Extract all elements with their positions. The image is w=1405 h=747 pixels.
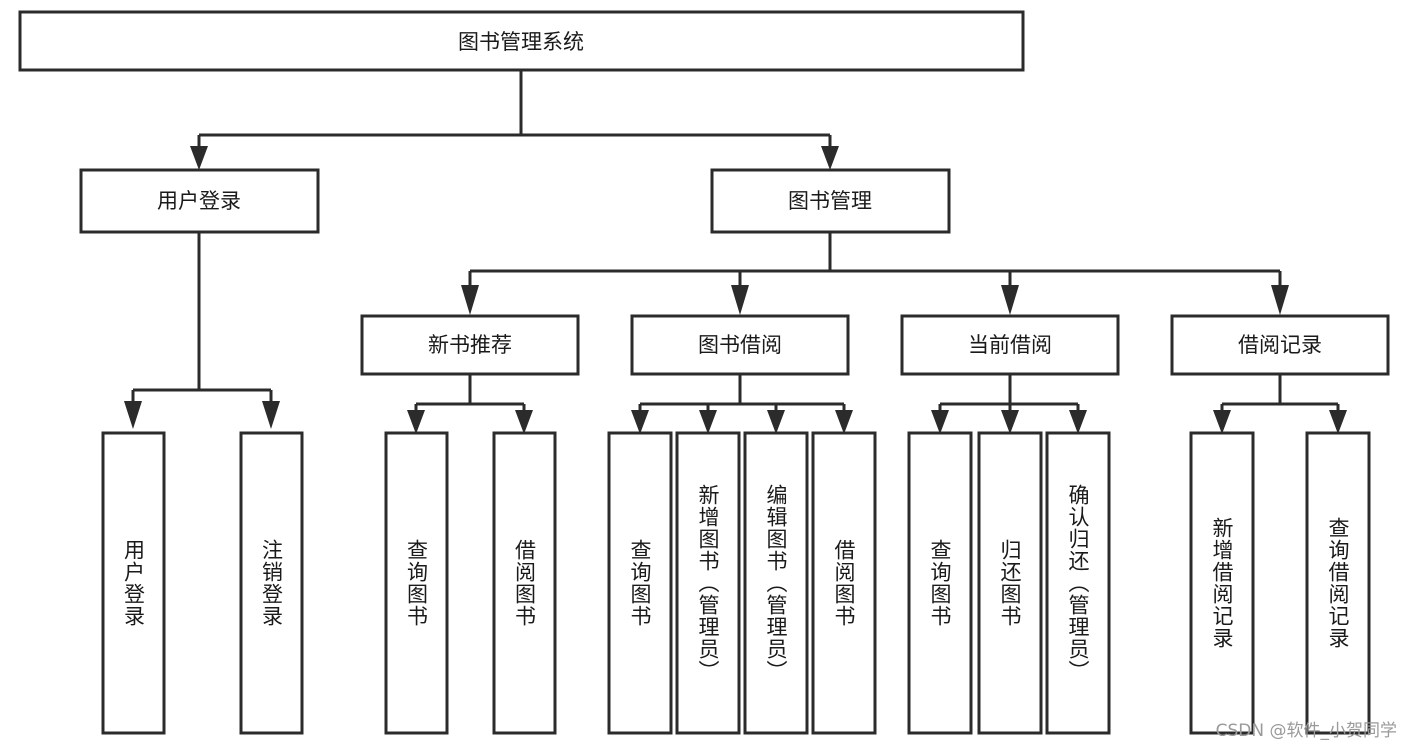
arrow-head-icon (407, 410, 425, 434)
arrow-head-icon (262, 401, 280, 429)
connector-new-book-rec-to-leaves (407, 374, 533, 434)
node-root-label: 图书管理系统 (458, 30, 584, 54)
node-user-login-box[interactable] (79, 168, 320, 234)
node-current-borrow[interactable]: 当前借阅 (900, 314, 1120, 376)
node-book-manage[interactable]: 图书管理 (710, 168, 951, 234)
leaf-box-add-record[interactable] (1189, 431, 1255, 735)
arrow-head-icon (461, 285, 479, 315)
leaf-box-edit-book[interactable] (743, 431, 809, 735)
arrow-head-icon (835, 410, 853, 434)
node-user-login-label: 用户登录 (157, 189, 241, 213)
node-borrow-record[interactable]: 借阅记录 (1170, 314, 1390, 376)
arrow-head-icon (1001, 410, 1019, 434)
node-book-borrow[interactable]: 图书借阅 (630, 314, 850, 376)
node-new-book-rec-box[interactable] (360, 314, 580, 376)
connector-borrow-record-to-leaves (1213, 374, 1347, 434)
leaf-box-return-book[interactable] (977, 431, 1043, 735)
leaf-box-confirm-return[interactable] (1045, 431, 1111, 735)
connector-book-manage-to-level3 (461, 232, 1289, 315)
connector-book-borrow-to-leaves (631, 374, 853, 434)
leaf-box-borrow-book-1[interactable] (492, 431, 557, 735)
leaf-box-query-book-2[interactable] (607, 431, 673, 735)
connector-root-to-level2 (190, 70, 839, 170)
leaf-box-query-book-3[interactable] (907, 431, 973, 735)
node-new-book-rec-label: 新书推荐 (428, 333, 512, 357)
node-root-box[interactable] (18, 10, 1025, 72)
leaf-box-user-login[interactable] (101, 431, 166, 735)
connector-user-login-to-leaves (124, 232, 280, 429)
arrow-head-icon (1271, 285, 1289, 315)
node-current-borrow-label: 当前借阅 (968, 333, 1052, 357)
arrow-head-icon (124, 401, 142, 429)
csdn-watermark: CSDN @软件_小贺同学 (1215, 721, 1397, 741)
node-book-manage-label: 图书管理 (788, 189, 872, 213)
leaf-box-query-book-1[interactable] (384, 431, 449, 735)
arrow-head-icon (731, 285, 749, 315)
arrow-head-icon (190, 146, 208, 170)
arrow-head-icon (821, 146, 839, 170)
arrow-head-icon (931, 410, 949, 434)
arrow-head-icon (1329, 410, 1347, 434)
node-borrow-record-label: 借阅记录 (1238, 333, 1322, 357)
arrow-head-icon (767, 410, 785, 434)
leaf-box-borrow-book-2[interactable] (811, 431, 877, 735)
node-root[interactable]: 图书管理系统 (18, 10, 1025, 72)
arrow-head-icon (1213, 410, 1231, 434)
leaf-box-query-record[interactable] (1305, 431, 1371, 735)
arrow-head-icon (515, 410, 533, 434)
node-book-borrow-label: 图书借阅 (698, 333, 782, 357)
arrow-head-icon (631, 410, 649, 434)
arrow-head-icon (1001, 285, 1019, 315)
leaf-box-user-logout[interactable] (239, 431, 304, 735)
arrow-head-icon (699, 410, 717, 434)
node-current-borrow-box[interactable] (900, 314, 1120, 376)
arrow-head-icon (1069, 410, 1087, 434)
node-user-login[interactable]: 用户登录 (79, 168, 320, 234)
leaf-box-add-book[interactable] (675, 431, 741, 735)
connector-current-borrow-to-leaves (931, 374, 1087, 434)
node-new-book-rec[interactable]: 新书推荐 (360, 314, 580, 376)
